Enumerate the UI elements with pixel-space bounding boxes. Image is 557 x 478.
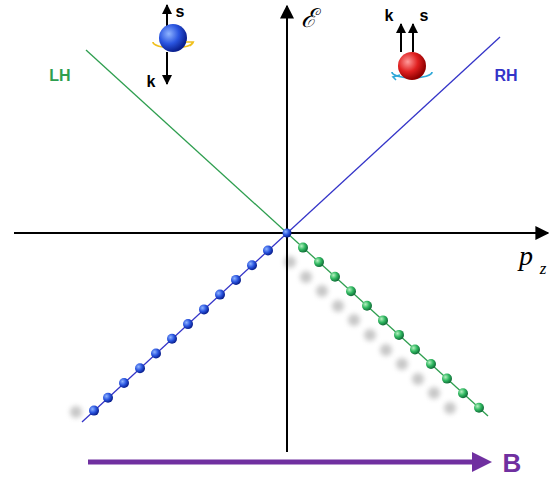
spin-label: s (420, 8, 429, 24)
momentum-axis (14, 232, 548, 234)
lh-branch (86, 50, 488, 416)
momentum-label: k (385, 8, 394, 24)
axis-label: p (519, 242, 533, 270)
axis-subscript: z (540, 260, 547, 277)
rh-states (89, 229, 292, 416)
branch-label: LH (49, 68, 70, 84)
rh-particle (392, 24, 432, 80)
momentum-label: k (147, 74, 156, 90)
axis-label: ℰ (301, 5, 317, 31)
spin-label: s (176, 4, 185, 20)
field-arrow (88, 460, 484, 465)
ghost-states (70, 256, 456, 418)
rh-branch (82, 37, 500, 422)
field-label: B (503, 450, 522, 476)
lh-states (298, 243, 484, 413)
lh-particle (153, 5, 193, 84)
branch-label: RH (494, 68, 517, 84)
